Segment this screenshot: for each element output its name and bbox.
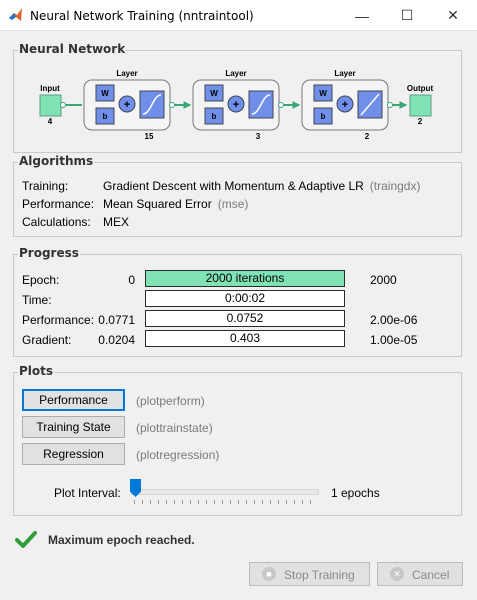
time-label: Time:	[22, 293, 52, 307]
calculations-key: Calculations:	[22, 215, 91, 229]
svg-text:b: b	[321, 112, 326, 121]
layer-2-weight	[204, 84, 224, 102]
svg-text:b: b	[103, 112, 108, 121]
plotperform-label: (plotperform)	[136, 394, 205, 408]
cancel-icon: ✕	[390, 567, 404, 581]
stop-icon: ■	[262, 567, 276, 581]
performance-key: Performance:	[22, 197, 95, 211]
epoch-progress-text: 2000 iterations	[205, 271, 285, 285]
plot-interval-track[interactable]	[131, 489, 319, 495]
training-value: Gradient Descent with Momentum & Adaptiv…	[103, 179, 421, 193]
gradient-min: 0.0204	[98, 333, 135, 347]
output-label: Output	[407, 84, 434, 93]
performance-progress-text: 0.0752	[226, 311, 264, 325]
layer-3-label: Layer	[334, 69, 355, 78]
epoch-label: Epoch:	[22, 273, 60, 287]
algorithms-panel: Algorithms Training: Gradient Descent wi…	[13, 154, 462, 237]
svg-text:W: W	[210, 89, 218, 98]
plot-interval-ticks	[134, 500, 311, 504]
input-size: 4	[48, 117, 53, 126]
algorithms-panel-title: Algorithms	[18, 154, 95, 168]
neural-network-panel: Neural Network Input 4 Layer W b + 15 La…	[13, 42, 462, 153]
plot-regression-button[interactable]: Regression	[22, 443, 125, 465]
layer-2-sum	[227, 95, 245, 113]
time-progress-text: 0:00:02	[224, 291, 266, 305]
layer-3-sum	[336, 95, 354, 113]
epoch-progress-bar: 2000 iterations	[145, 270, 345, 287]
gradient-progress-bar: 0.403	[145, 330, 345, 347]
cancel-button[interactable]: ✕ Cancel	[377, 562, 463, 586]
plot-interval-slider-thumb[interactable]	[130, 479, 141, 497]
progress-panel-title: Progress	[18, 246, 80, 260]
close-button[interactable]: ✕	[447, 7, 459, 23]
calculations-value: MEX	[103, 215, 130, 229]
plot-performance-button[interactable]: Performance	[22, 389, 125, 411]
epoch-min: 0	[128, 273, 135, 287]
svg-text:b: b	[212, 112, 217, 121]
training-fn: (traingdx)	[369, 179, 421, 193]
svg-text:+: +	[233, 99, 239, 111]
stop-training-button[interactable]: ■ Stop Training	[249, 562, 370, 586]
layer-1-sum	[118, 95, 136, 113]
plot-interval-value: 1 epochs	[331, 486, 380, 500]
plot-interval-label: Plot Interval:	[54, 486, 121, 500]
gradient-max: 1.00e-05	[370, 333, 418, 347]
layer-3-bias	[313, 107, 333, 125]
layer-3-size: 2	[365, 132, 370, 141]
checkmark-icon	[15, 531, 37, 548]
svg-text:+: +	[342, 99, 348, 111]
cancel-label: Cancel	[412, 568, 450, 582]
performance-value: Mean Squared Error(mse)	[103, 197, 249, 211]
performance-fn: (mse)	[217, 197, 249, 211]
layer-1-bias	[95, 107, 115, 125]
network-diagram: Input 4 Layer W b + 15 Layer W b + 3 La	[39, 69, 434, 141]
layer-2-size: 3	[256, 132, 261, 141]
input-box	[39, 94, 62, 117]
window-title: Neural Network Training (nntraintool)	[30, 9, 254, 23]
epoch-progress-fill	[146, 271, 344, 286]
plots-panel: Plots Performance (plotperform) Training…	[13, 364, 462, 516]
progress-panel: Progress Epoch: 0 2000 iterations 2000 T…	[13, 246, 462, 357]
layer-1-weight	[95, 84, 115, 102]
gradient-label: Gradient:	[22, 333, 72, 347]
plots-panel-title: Plots	[18, 364, 55, 378]
performance-max: 2.00e-06	[370, 313, 418, 327]
layer-3-weight	[313, 84, 333, 102]
stop-training-label: Stop Training	[284, 568, 355, 582]
title-bar: Neural Network Training (nntraintool) — …	[0, 0, 477, 31]
svg-text:+: +	[124, 99, 130, 111]
svg-text:W: W	[101, 89, 109, 98]
gradient-progress-text: 0.403	[229, 331, 261, 345]
maximize-button[interactable]: ☐	[400, 7, 414, 23]
layer-1-label: Layer	[116, 69, 137, 78]
performance-label: Performance:	[22, 313, 95, 327]
time-progress-bar: 0:00:02	[145, 290, 345, 307]
status-message: Maximum epoch reached.	[48, 533, 195, 547]
plot-training-state-button[interactable]: Training State	[22, 416, 125, 438]
layer-2-label: Layer	[225, 69, 246, 78]
layer-2-bias	[204, 107, 224, 125]
performance-progress-bar: 0.0752	[145, 310, 345, 327]
output-size: 2	[418, 117, 423, 126]
input-label: Input	[40, 84, 60, 93]
matlab-logo-icon	[9, 8, 22, 21]
output-box	[409, 94, 432, 117]
training-key: Training:	[22, 179, 69, 193]
layer-1-size: 15	[145, 132, 154, 141]
minimize-button[interactable]: —	[355, 7, 369, 24]
plottrainstate-label: (plottrainstate)	[136, 421, 213, 435]
neural-network-panel-title: Neural Network	[18, 42, 127, 56]
epoch-max: 2000	[370, 273, 397, 287]
plotregression-label: (plotregression)	[136, 448, 220, 462]
performance-min: 0.0771	[98, 313, 135, 327]
svg-text:W: W	[319, 89, 327, 98]
